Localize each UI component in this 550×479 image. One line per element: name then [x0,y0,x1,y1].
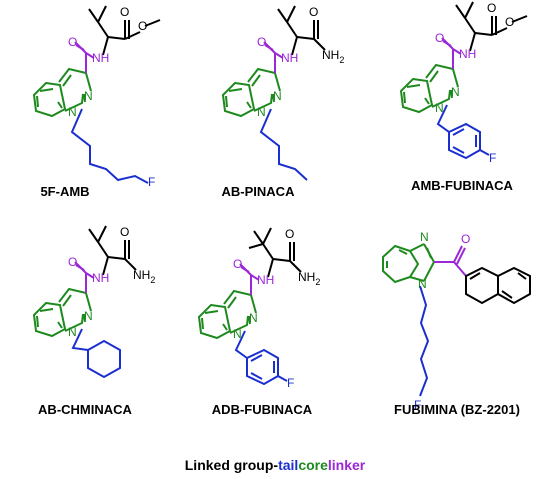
atom-o: O [120,225,129,239]
structure-amb-fubinaca: O NH O O N N F [399,1,528,165]
atom-n: N [249,311,258,325]
atom-n: N [84,309,93,323]
atom-o: O [68,255,77,269]
atom-f: F [414,398,421,412]
atom-o: O [138,19,147,33]
legend-core: core [298,457,328,473]
atom-nh: NH [459,47,476,61]
legend-tail: tail [278,457,298,473]
atom-f: F [287,376,294,390]
atom-n: N [233,327,242,341]
atom-n: N [435,101,444,115]
atom-o: O [487,1,496,15]
atom-o: O [68,35,77,49]
structure-fubimina: O N N F [382,230,531,412]
atom-nh: NH [92,51,109,65]
structure-ab-chminaca: O NH O NH2 N N [32,225,155,379]
atom-o: O [461,232,470,246]
atom-nh2: NH2 [133,268,155,285]
structure-5f-amb: O NH O O N N F [32,5,161,189]
compound-label-ab-chminaca: AB-CHMINACA [38,402,132,417]
atom-n: N [68,105,77,119]
atom-n: N [257,105,266,119]
atom-o: O [233,257,242,271]
atom-f: F [489,151,496,165]
atom-nh2: NH2 [322,48,344,65]
compound-label-5f-amb: 5F-AMB [40,184,89,199]
atom-o: O [435,31,444,45]
atom-n: N [418,277,427,291]
atom-n: N [451,85,460,99]
compound-label-adb-fubinaca: ADB-FUBINACA [212,402,313,417]
atom-n: N [420,230,429,244]
compound-label-amb-fubinaca: AMB-FUBINACA [411,178,513,193]
atom-nh: NH [257,273,274,287]
atom-nh: NH [281,51,298,65]
legend-caption: Linked group-tailcorelinker [185,457,366,473]
atom-n: N [273,89,282,103]
structure-adb-fubinaca: O NH O NH2 N N F [197,227,320,390]
compound-label-ab-pinaca: AB-PINACA [222,184,296,199]
atom-o: O [257,35,266,49]
atom-nh: NH [92,271,109,285]
compound-label-fubimina: FUBIMINA (BZ-2201) [394,402,520,417]
atom-o: O [309,5,318,19]
legend-group: Linked group- [185,457,279,473]
atom-o: O [505,15,514,29]
atom-o: O [285,227,294,241]
structure-ab-pinaca: O NH O NH2 N N [221,5,344,181]
atom-f: F [148,175,155,189]
atom-o: O [120,5,129,19]
atom-nh2: NH2 [298,270,320,287]
atom-n: N [84,89,93,103]
atom-n: N [68,325,77,339]
legend-linker: linker [328,457,366,473]
